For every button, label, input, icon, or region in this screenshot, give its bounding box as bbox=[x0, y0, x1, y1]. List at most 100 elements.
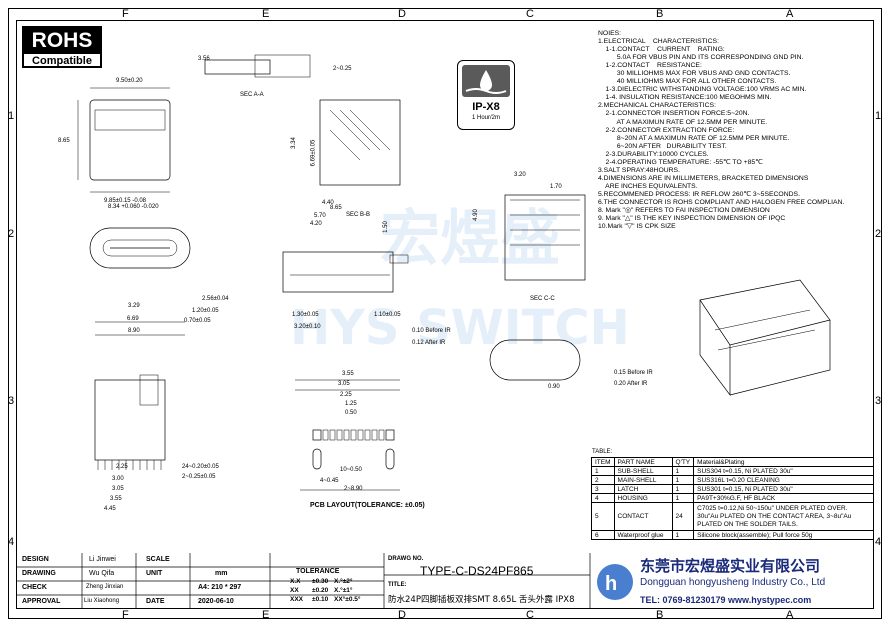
tb-approval-label: APPROVAL bbox=[22, 598, 61, 605]
dim-label: 1.30±0.05 bbox=[292, 312, 319, 318]
ipx8-badge: IP-X8 1 Hour/2m bbox=[457, 60, 515, 130]
table-cell: 1 bbox=[671, 475, 695, 485]
note-line: 3.SALT SPRAY:48HOURS. bbox=[598, 166, 680, 174]
dim-label: 3.55 bbox=[342, 371, 354, 377]
row-label: 1 bbox=[8, 110, 15, 122]
table-cell: C7025 t=0.12,Ni 50~150u" UNDER PLATED OV… bbox=[693, 502, 875, 531]
dim-label: 1.20±0.05 bbox=[192, 308, 219, 314]
dim-label: 0.70±0.05 bbox=[184, 318, 211, 324]
table-header: PART NAME bbox=[613, 457, 673, 467]
note-line: ARE INCHES EQUIVALENTS. bbox=[598, 182, 698, 190]
dim-label: 3.05 bbox=[338, 381, 350, 387]
dim-label: 3.05 bbox=[112, 486, 124, 492]
dim-label: 2.56±0.04 bbox=[202, 296, 229, 302]
front-view-shell bbox=[89, 227, 191, 269]
sec-a-shape bbox=[204, 59, 271, 75]
dim-label: 3.34 bbox=[290, 137, 297, 149]
sec-c-shape bbox=[504, 194, 586, 281]
note-line: 6.THE CONNECTOR IS ROHS COMPLIANT AND HA… bbox=[598, 198, 845, 206]
end-view-shell bbox=[489, 339, 581, 381]
note-line: AT A MAXIMUN RATE OF 12.5MM PER MINUTE. bbox=[598, 118, 768, 126]
bottom-view-body bbox=[94, 379, 166, 461]
table-cell: SUS301 t=0.15, Ni PLATED 30u" bbox=[693, 484, 875, 494]
table-cell: LATCH bbox=[613, 484, 673, 494]
dim-label: 3.00 bbox=[112, 476, 124, 482]
dim-label: 8.65 bbox=[58, 138, 70, 144]
company-logo-icon: h bbox=[597, 564, 633, 600]
dim-label: 4.45 bbox=[104, 506, 116, 512]
isometric-view bbox=[699, 279, 831, 397]
dim-label: 0.50 bbox=[345, 410, 357, 416]
notes-block: NOIES:1.ELECTRICAL CHARACTERISTICS: 1-1.… bbox=[598, 30, 873, 231]
tolerance-cell: ±0.10 bbox=[312, 596, 329, 603]
tb-date-value: 2020-06-10 bbox=[198, 598, 234, 605]
dim-label: 2.25 bbox=[340, 392, 352, 398]
company-name-cn: 东莞市宏煜盛实业有限公司 bbox=[640, 557, 821, 575]
company-contact: TEL: 0769-81230179 www.hystypec.com bbox=[640, 595, 812, 605]
drawing-inner-frame bbox=[16, 20, 874, 609]
fcf-after-ir: 0.20 After IR bbox=[614, 381, 648, 387]
note-line: 30 MILLIOHMS MAX FOR VBUS AND GND CONTAC… bbox=[598, 70, 791, 78]
row-label: 3 bbox=[8, 395, 15, 407]
note-line: 10.Mark "▽" IS CPK SIZE bbox=[598, 223, 676, 231]
note-line: 1-1.CONTACT CURRENT RATING: bbox=[598, 46, 725, 54]
col-label: E bbox=[262, 8, 270, 20]
col-label: D bbox=[398, 609, 406, 621]
col-label: A bbox=[786, 8, 794, 20]
table-cell: 4 bbox=[591, 493, 615, 503]
table-cell: 6 bbox=[591, 530, 615, 540]
note-line: 2-1.CONNECTOR INSERTION FORCE:5~20N. bbox=[598, 110, 750, 118]
col-label: F bbox=[122, 8, 129, 20]
note-line: 5.RECOMMENED PROCESS: IR REFLOW 260℃ 3~5… bbox=[598, 190, 800, 198]
company-name-en: Dongguan hongyusheng Industry Co., Ltd bbox=[640, 577, 826, 588]
tolerance-cell: XX°±0.5° bbox=[334, 596, 361, 603]
tolerance-cell: ±0.20 bbox=[312, 587, 329, 594]
tolerance-cell: XXX bbox=[290, 596, 304, 603]
note-line: 6~20N AFTER DURABILITY TEST. bbox=[598, 142, 727, 150]
table-cell: 1 bbox=[671, 493, 695, 503]
dim-label: 1.70 bbox=[550, 184, 562, 190]
ipx8-title: IP-X8 bbox=[472, 101, 500, 113]
note-line: 9. Mark "△" IS THE KEY INSPECTION DIMENS… bbox=[598, 215, 786, 223]
pcb-pads bbox=[312, 429, 395, 470]
dim-label: 3.56 bbox=[198, 56, 210, 62]
dim-label: 5.70 bbox=[314, 213, 326, 219]
table-cell: 1 bbox=[671, 484, 695, 494]
fcf-before-ir: 0.10 Before IR bbox=[412, 328, 451, 334]
col-label: A bbox=[786, 609, 794, 621]
note-line: NOIES: bbox=[598, 30, 622, 37]
note-line: 8~20N AT A MAXIMUN RATE OF 12.5MM PER MI… bbox=[598, 134, 790, 142]
svg-text:h: h bbox=[605, 573, 617, 595]
dim-label: 2~0.25 bbox=[333, 66, 352, 72]
tb-drawing-name: Wu Qifa bbox=[89, 570, 115, 577]
table-cell: Waterproof glue bbox=[613, 530, 673, 540]
dim-label: 10~0.50 bbox=[340, 467, 362, 473]
fcf-before-ir: 0.15 Before IR bbox=[614, 370, 653, 376]
section-b-label: SEC B-B bbox=[346, 212, 371, 218]
table-title: TABLE: bbox=[592, 449, 613, 455]
top-view-body bbox=[89, 99, 171, 181]
table-cell: HOUSING bbox=[613, 493, 673, 503]
dim-label: 8.65 bbox=[330, 205, 342, 211]
note-line: 4.DIMENSIONS ARE IN MILLIMETERS, BRACKET… bbox=[598, 174, 809, 182]
table-cell: 3 bbox=[591, 484, 615, 494]
rohs-title: ROHS bbox=[24, 28, 100, 54]
tolerance-cell: X.°±1° bbox=[334, 587, 353, 594]
section-c-label: SEC C-C bbox=[530, 296, 555, 302]
table-cell: MAIN-SHELL bbox=[613, 475, 673, 485]
water-drop-icon bbox=[462, 65, 510, 97]
dim-label: 9.85±0.15 -0.08 bbox=[104, 198, 146, 204]
row-label: 1 bbox=[875, 110, 882, 122]
dim-label: 4.90 bbox=[472, 209, 479, 221]
table-cell: 1 bbox=[671, 530, 695, 540]
dim-label: 4~0.45 bbox=[320, 478, 339, 484]
tb-unit-label: UNIT bbox=[146, 570, 163, 577]
